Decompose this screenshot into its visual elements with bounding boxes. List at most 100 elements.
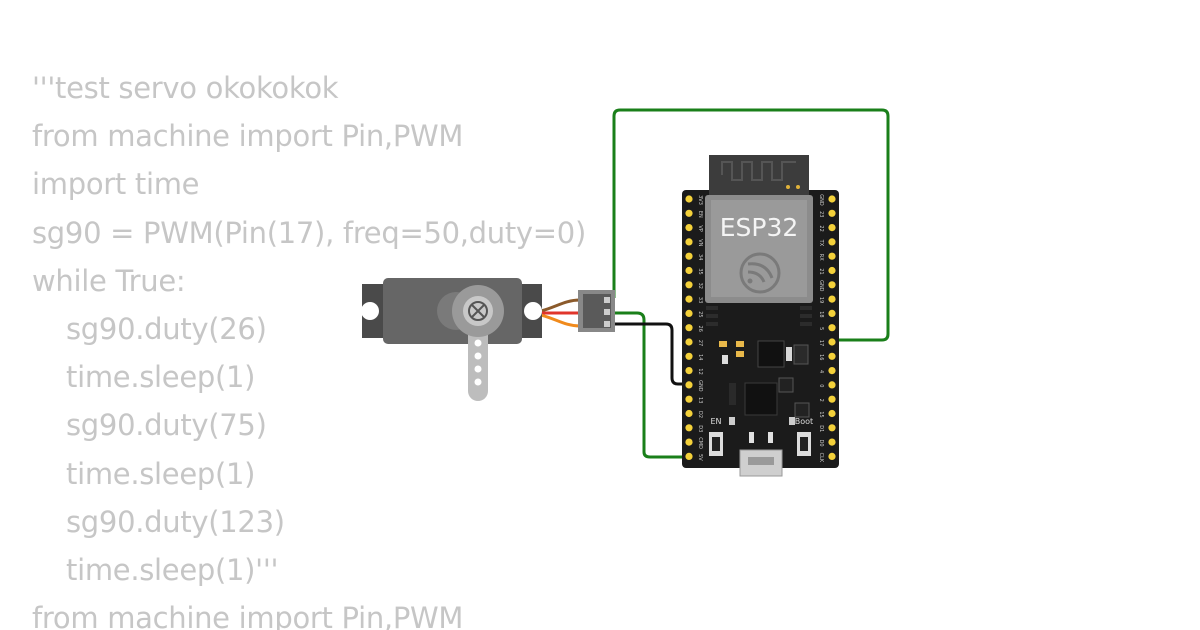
pin-cmd[interactable] — [685, 438, 693, 446]
pin-21[interactable] — [828, 266, 836, 275]
pin-clk[interactable] — [828, 452, 836, 460]
pin-label: 2 — [818, 399, 824, 402]
pin-label: VP — [697, 225, 703, 231]
code-line: sg90.duty(75) — [66, 408, 267, 443]
pin-label: TX — [818, 239, 824, 247]
code-line: sg90 = PWM(Pin(17), freq=50,duty=0) — [32, 215, 586, 250]
pin-32[interactable] — [685, 281, 693, 289]
code-line: import time — [32, 167, 200, 202]
svg-text:Boot: Boot — [795, 417, 813, 426]
wire-signal-top[interactable] — [612, 108, 890, 342]
pin-vn[interactable] — [685, 238, 693, 246]
servo-motor[interactable] — [361, 278, 542, 401]
pin-gnd[interactable] — [828, 195, 836, 203]
pin-label: CLK — [818, 453, 824, 463]
pin-17[interactable] — [828, 338, 836, 346]
pin-d1[interactable] — [828, 424, 836, 432]
pin-19[interactable] — [828, 295, 836, 303]
pin-gnd[interactable] — [828, 281, 836, 289]
pin-23[interactable] — [828, 209, 836, 217]
pin-label: CMD — [697, 437, 703, 449]
pin-22[interactable] — [828, 224, 836, 232]
pin-label: 33 — [697, 297, 703, 303]
pin-label: 3V3 — [697, 195, 703, 205]
pin-label: D3 — [697, 425, 703, 432]
pin-3v3[interactable] — [685, 195, 693, 203]
wire-ground[interactable] — [614, 322, 689, 386]
servo-screw-icon — [468, 301, 488, 321]
code-editor-text: '''test servo okokokok from machine impor… — [32, 64, 632, 630]
pin-0[interactable] — [828, 381, 836, 389]
pin-35[interactable] — [685, 266, 693, 275]
wire-vcc[interactable] — [614, 311, 689, 459]
pin-label: 35 — [697, 268, 703, 274]
left-pin-header[interactable]: 3V3ENVPVN343532332526271412GND13D2D3CMD5… — [685, 195, 703, 461]
pin-d0[interactable] — [828, 438, 836, 446]
pin-label: 14 — [697, 354, 703, 360]
pin-label: GND — [818, 280, 824, 292]
pin-label: VN — [697, 239, 703, 246]
pin-12[interactable] — [685, 367, 693, 375]
pin-15[interactable] — [828, 409, 836, 418]
pin-label: 13 — [697, 397, 703, 403]
code-line: time.sleep(1) — [66, 456, 256, 491]
pin-13[interactable] — [685, 395, 693, 403]
pin-27[interactable] — [685, 338, 693, 346]
pin-2[interactable] — [828, 395, 836, 403]
code-line: time.sleep(1)''' — [66, 552, 279, 587]
pin-en[interactable] — [685, 209, 693, 217]
pin-33[interactable] — [685, 295, 693, 303]
pin-tx[interactable] — [828, 238, 836, 246]
pin-26[interactable] — [685, 324, 693, 332]
pin-label: D1 — [818, 425, 824, 432]
pin-d2[interactable] — [685, 409, 693, 418]
pin-gnd[interactable] — [685, 381, 693, 389]
pin-5v[interactable] — [685, 452, 693, 460]
pin-vp[interactable] — [685, 224, 693, 232]
code-line: from machine import Pin,PWM — [32, 601, 464, 630]
code-line: sg90.duty(123) — [66, 504, 285, 539]
pin-5[interactable] — [828, 324, 836, 332]
pin-label: GND — [818, 194, 824, 206]
pin-label: GND — [697, 380, 703, 392]
pin-label: 12 — [697, 368, 703, 374]
pin-label: 16 — [818, 354, 824, 360]
pin-rx[interactable] — [828, 252, 836, 260]
pin-18[interactable] — [828, 309, 836, 317]
pin-label: 32 — [697, 283, 703, 289]
code-line: while True: — [32, 263, 186, 298]
code-line: time.sleep(1) — [66, 360, 256, 395]
pin-14[interactable] — [685, 352, 693, 360]
pin-label: 19 — [818, 297, 824, 303]
code-line: '''test servo okokokok — [32, 71, 339, 105]
voltage-regulator — [757, 340, 785, 368]
pin-34[interactable] — [685, 252, 693, 260]
pin-4[interactable] — [828, 367, 836, 375]
pin-16[interactable] — [828, 352, 836, 360]
pin-label: 18 — [818, 311, 824, 317]
pin-d3[interactable] — [685, 424, 693, 432]
svg-text:EN: EN — [710, 417, 721, 426]
pin-25[interactable] — [685, 309, 693, 317]
pin-label: 34 — [697, 254, 703, 260]
pin-label: 25 — [697, 311, 703, 317]
pin-label: EN — [697, 211, 703, 218]
module-castellations — [706, 306, 812, 326]
pin-label: 23 — [818, 211, 824, 217]
pin-label: 17 — [818, 340, 824, 346]
pin-label: 21 — [818, 268, 824, 274]
pin-label: 15 — [818, 411, 824, 417]
button-boot[interactable]: Boot — [795, 417, 813, 456]
pin-label: D0 — [818, 440, 824, 447]
esp32-label: ESP32 — [720, 213, 799, 242]
pin-label: 0 — [818, 384, 824, 387]
pin-label: 4 — [818, 370, 824, 373]
esp32-board[interactable]: ESP32 EN — [682, 155, 839, 477]
usb-uart-chip — [744, 382, 778, 416]
button-en[interactable]: EN — [709, 417, 723, 456]
pin-label: 26 — [697, 326, 703, 332]
pin-label: 5 — [818, 327, 824, 330]
pin-label: RX — [818, 254, 824, 261]
